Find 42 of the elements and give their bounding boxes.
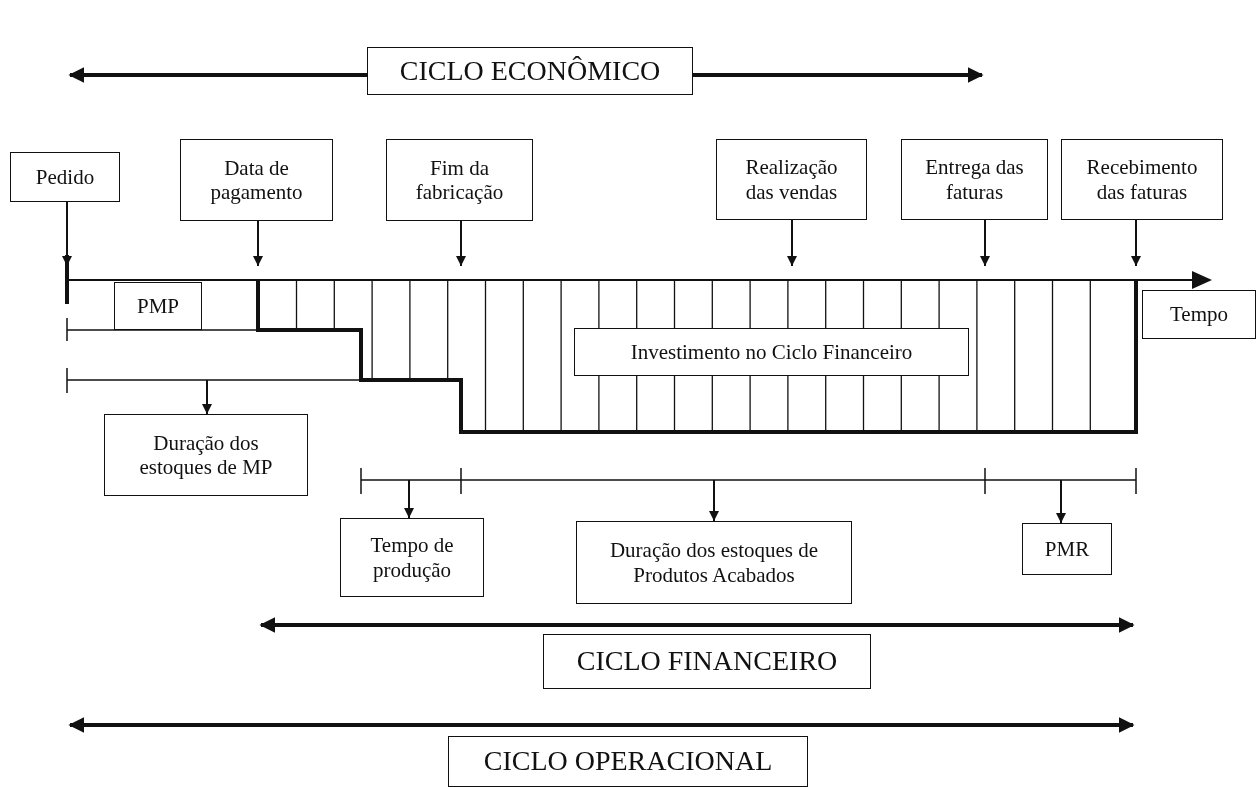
label-box xyxy=(114,282,202,330)
box-text: PMR xyxy=(1044,536,1090,562)
label-box xyxy=(543,634,871,689)
label-box xyxy=(180,139,333,221)
box-text: Fim da fabricação xyxy=(414,155,505,205)
box-text: CICLO OPERACIONAL xyxy=(483,745,773,778)
box-text: Tempo xyxy=(1170,302,1228,327)
box-text: PMP xyxy=(137,293,179,319)
box-text: Entrega das faturas xyxy=(924,155,1025,204)
label-box xyxy=(1061,139,1223,220)
arrow xyxy=(709,479,719,522)
label-box xyxy=(10,152,120,202)
label-box xyxy=(576,521,852,604)
arrow xyxy=(1131,219,1141,267)
label-box xyxy=(104,414,308,496)
label-box xyxy=(901,139,1048,220)
arrow xyxy=(202,379,212,415)
label-box xyxy=(1142,290,1256,339)
box-text: Realização das vendas xyxy=(744,155,839,204)
arrow xyxy=(787,219,797,267)
label-box xyxy=(367,47,693,95)
box-text: Pedido xyxy=(35,164,95,190)
label-box xyxy=(574,328,969,376)
arrow xyxy=(456,220,466,267)
arrow xyxy=(1056,479,1066,524)
label-box xyxy=(716,139,867,220)
label-box xyxy=(1022,523,1112,575)
arrow xyxy=(62,201,72,267)
box-text: Duração dos estoques de MP xyxy=(138,430,274,480)
label-box xyxy=(340,518,484,597)
box-text: Tempo de produção xyxy=(369,533,455,582)
box-text: CICLO ECONÔMICO xyxy=(399,54,661,88)
label-box xyxy=(386,139,533,221)
label-box xyxy=(448,736,808,787)
box-text: CICLO FINANCEIRO xyxy=(576,645,838,678)
arrow xyxy=(404,479,414,519)
arrow xyxy=(980,219,990,267)
box-text: Investimento no Ciclo Financeiro xyxy=(630,339,913,365)
box-text: Duração dos estoques de Produtos Acabados xyxy=(608,538,820,587)
box-text: Recebimento das faturas xyxy=(1085,155,1199,204)
arrow xyxy=(253,220,263,267)
box-text: Data de pagamento xyxy=(209,155,304,205)
